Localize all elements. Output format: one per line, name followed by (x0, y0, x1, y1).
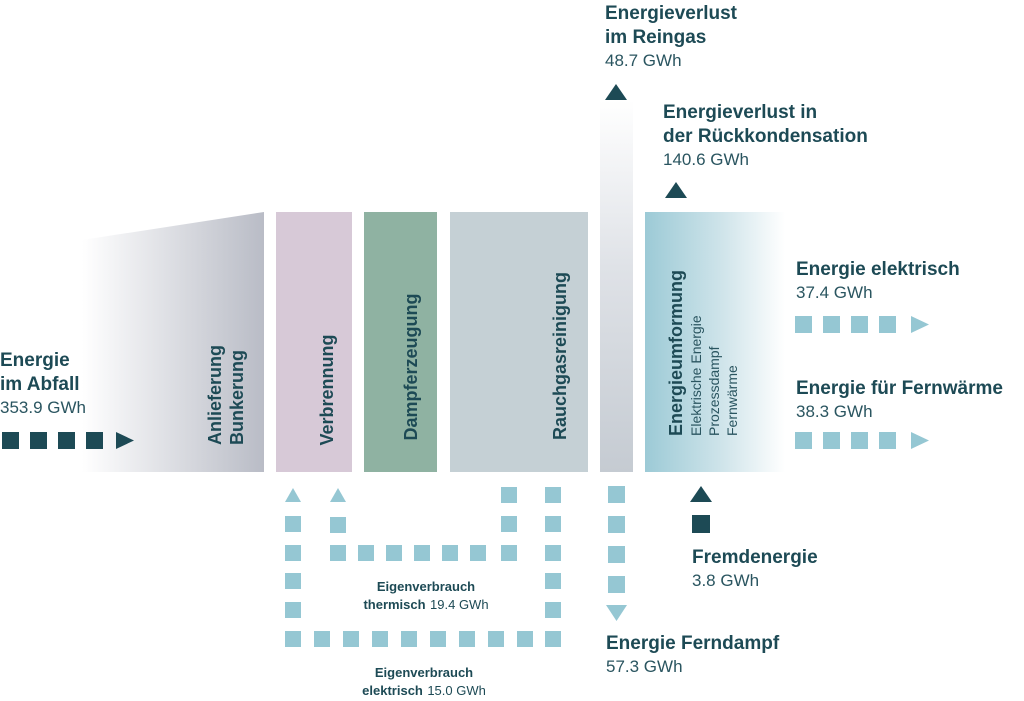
ferndampf-output-label: Energie Ferndampf 57.3 GWh (606, 632, 779, 678)
elektrisch-ev-line1: Eigenverbrauch (374, 665, 474, 680)
energieumformung-sub3: Fernwärme (724, 365, 740, 437)
reingas-up-arrow (605, 84, 627, 100)
verbrennung-block (276, 212, 352, 472)
thermisch-line1: Eigenverbrauch (376, 579, 476, 594)
fremdenergie-up-arrow (690, 486, 712, 533)
thermisch-line2: thermisch (363, 597, 426, 612)
elektrisch-ev-line2: elektrisch (362, 683, 423, 698)
rueck-line2: der Rückkondensation (663, 126, 868, 147)
abfall-input-label: Energie im Abfall 353.9 GWh (0, 349, 86, 419)
reingas-column (600, 100, 633, 472)
reingas-loss-label: Energieverlust im Reingas 48.7 GWh (605, 2, 737, 72)
dampferzeugung-label: Dampferzeugung (401, 293, 421, 441)
reingas-line2: im Reingas (605, 27, 707, 48)
energieumformung-sub2: Prozessdampf (706, 346, 722, 437)
fernwaerme-output-arrow (795, 432, 929, 449)
abfall-title-line1: Energie (0, 350, 70, 371)
anlieferung-label: Anlieferung Bunkerung (204, 345, 248, 445)
fremd-title: Fremdenergie (692, 547, 818, 568)
energieumformung-sub1: Elektrische Energie (688, 315, 704, 437)
anlieferung-block (82, 212, 264, 472)
elektrisch-output-label: Energie elektrisch 37.4 GWh (796, 258, 960, 304)
eigenverbrauch-elektrisch-label: Eigenverbrauch elektrisch 15.0 GWh (334, 664, 514, 700)
elektrisch-value: 37.4 GWh (796, 283, 873, 302)
abfall-value: 353.9 GWh (0, 398, 86, 417)
rauchgasreinigung-label: Rauchgasreinigung (550, 271, 570, 441)
rueckkondensation-loss-label: Energieverlust in der Rückkondensation 1… (663, 101, 868, 171)
energieumformung-block (645, 212, 785, 472)
fernwaerme-output-label: Energie für Fernwärme 38.3 GWh (796, 377, 1003, 423)
eigenverbrauch-elektrisch-loop (285, 487, 561, 647)
ferndampf-down-arrow (606, 486, 627, 621)
rueck-value: 140.6 GWh (663, 150, 749, 169)
elektrisch-output-arrow (795, 316, 929, 333)
rauchgasreinigung-block (450, 212, 588, 472)
fremdenergie-input-label: Fremdenergie 3.8 GWh (692, 546, 818, 592)
dampferzeugung-block (364, 212, 437, 472)
elektrisch-title: Energie elektrisch (796, 259, 960, 280)
ferndampf-title: Energie Ferndampf (606, 633, 780, 654)
abfall-input-arrow (2, 432, 134, 449)
thermisch-value: 19.4 GWh (430, 597, 489, 612)
verbrennung-label: Verbrennung (317, 334, 337, 446)
energieumformung-title: Energieumformung (666, 269, 686, 437)
anlieferung-line2: Bunkerung (227, 349, 247, 446)
anlieferung-line1: Anlieferung (205, 344, 225, 446)
reingas-value: 48.7 GWh (605, 51, 682, 70)
fernwaerme-value: 38.3 GWh (796, 402, 873, 421)
abfall-title-line2: im Abfall (0, 374, 80, 395)
reingas-line1: Energieverlust (605, 3, 737, 24)
fernwaerme-title: Energie für Fernwärme (796, 378, 1003, 399)
elektrisch-ev-value: 15.0 GWh (427, 683, 486, 698)
rueckkondensation-up-arrow (665, 182, 687, 198)
ferndampf-value: 57.3 GWh (606, 657, 683, 676)
fremd-value: 3.8 GWh (692, 571, 760, 590)
rueck-line1: Energieverlust in (663, 102, 818, 123)
eigenverbrauch-thermisch-loop (330, 487, 517, 561)
energieumformung-label: Energieumformung Elektrische Energie Pro… (665, 270, 741, 436)
eigenverbrauch-thermisch-label: Eigenverbrauch thermisch 19.4 GWh (348, 578, 504, 614)
